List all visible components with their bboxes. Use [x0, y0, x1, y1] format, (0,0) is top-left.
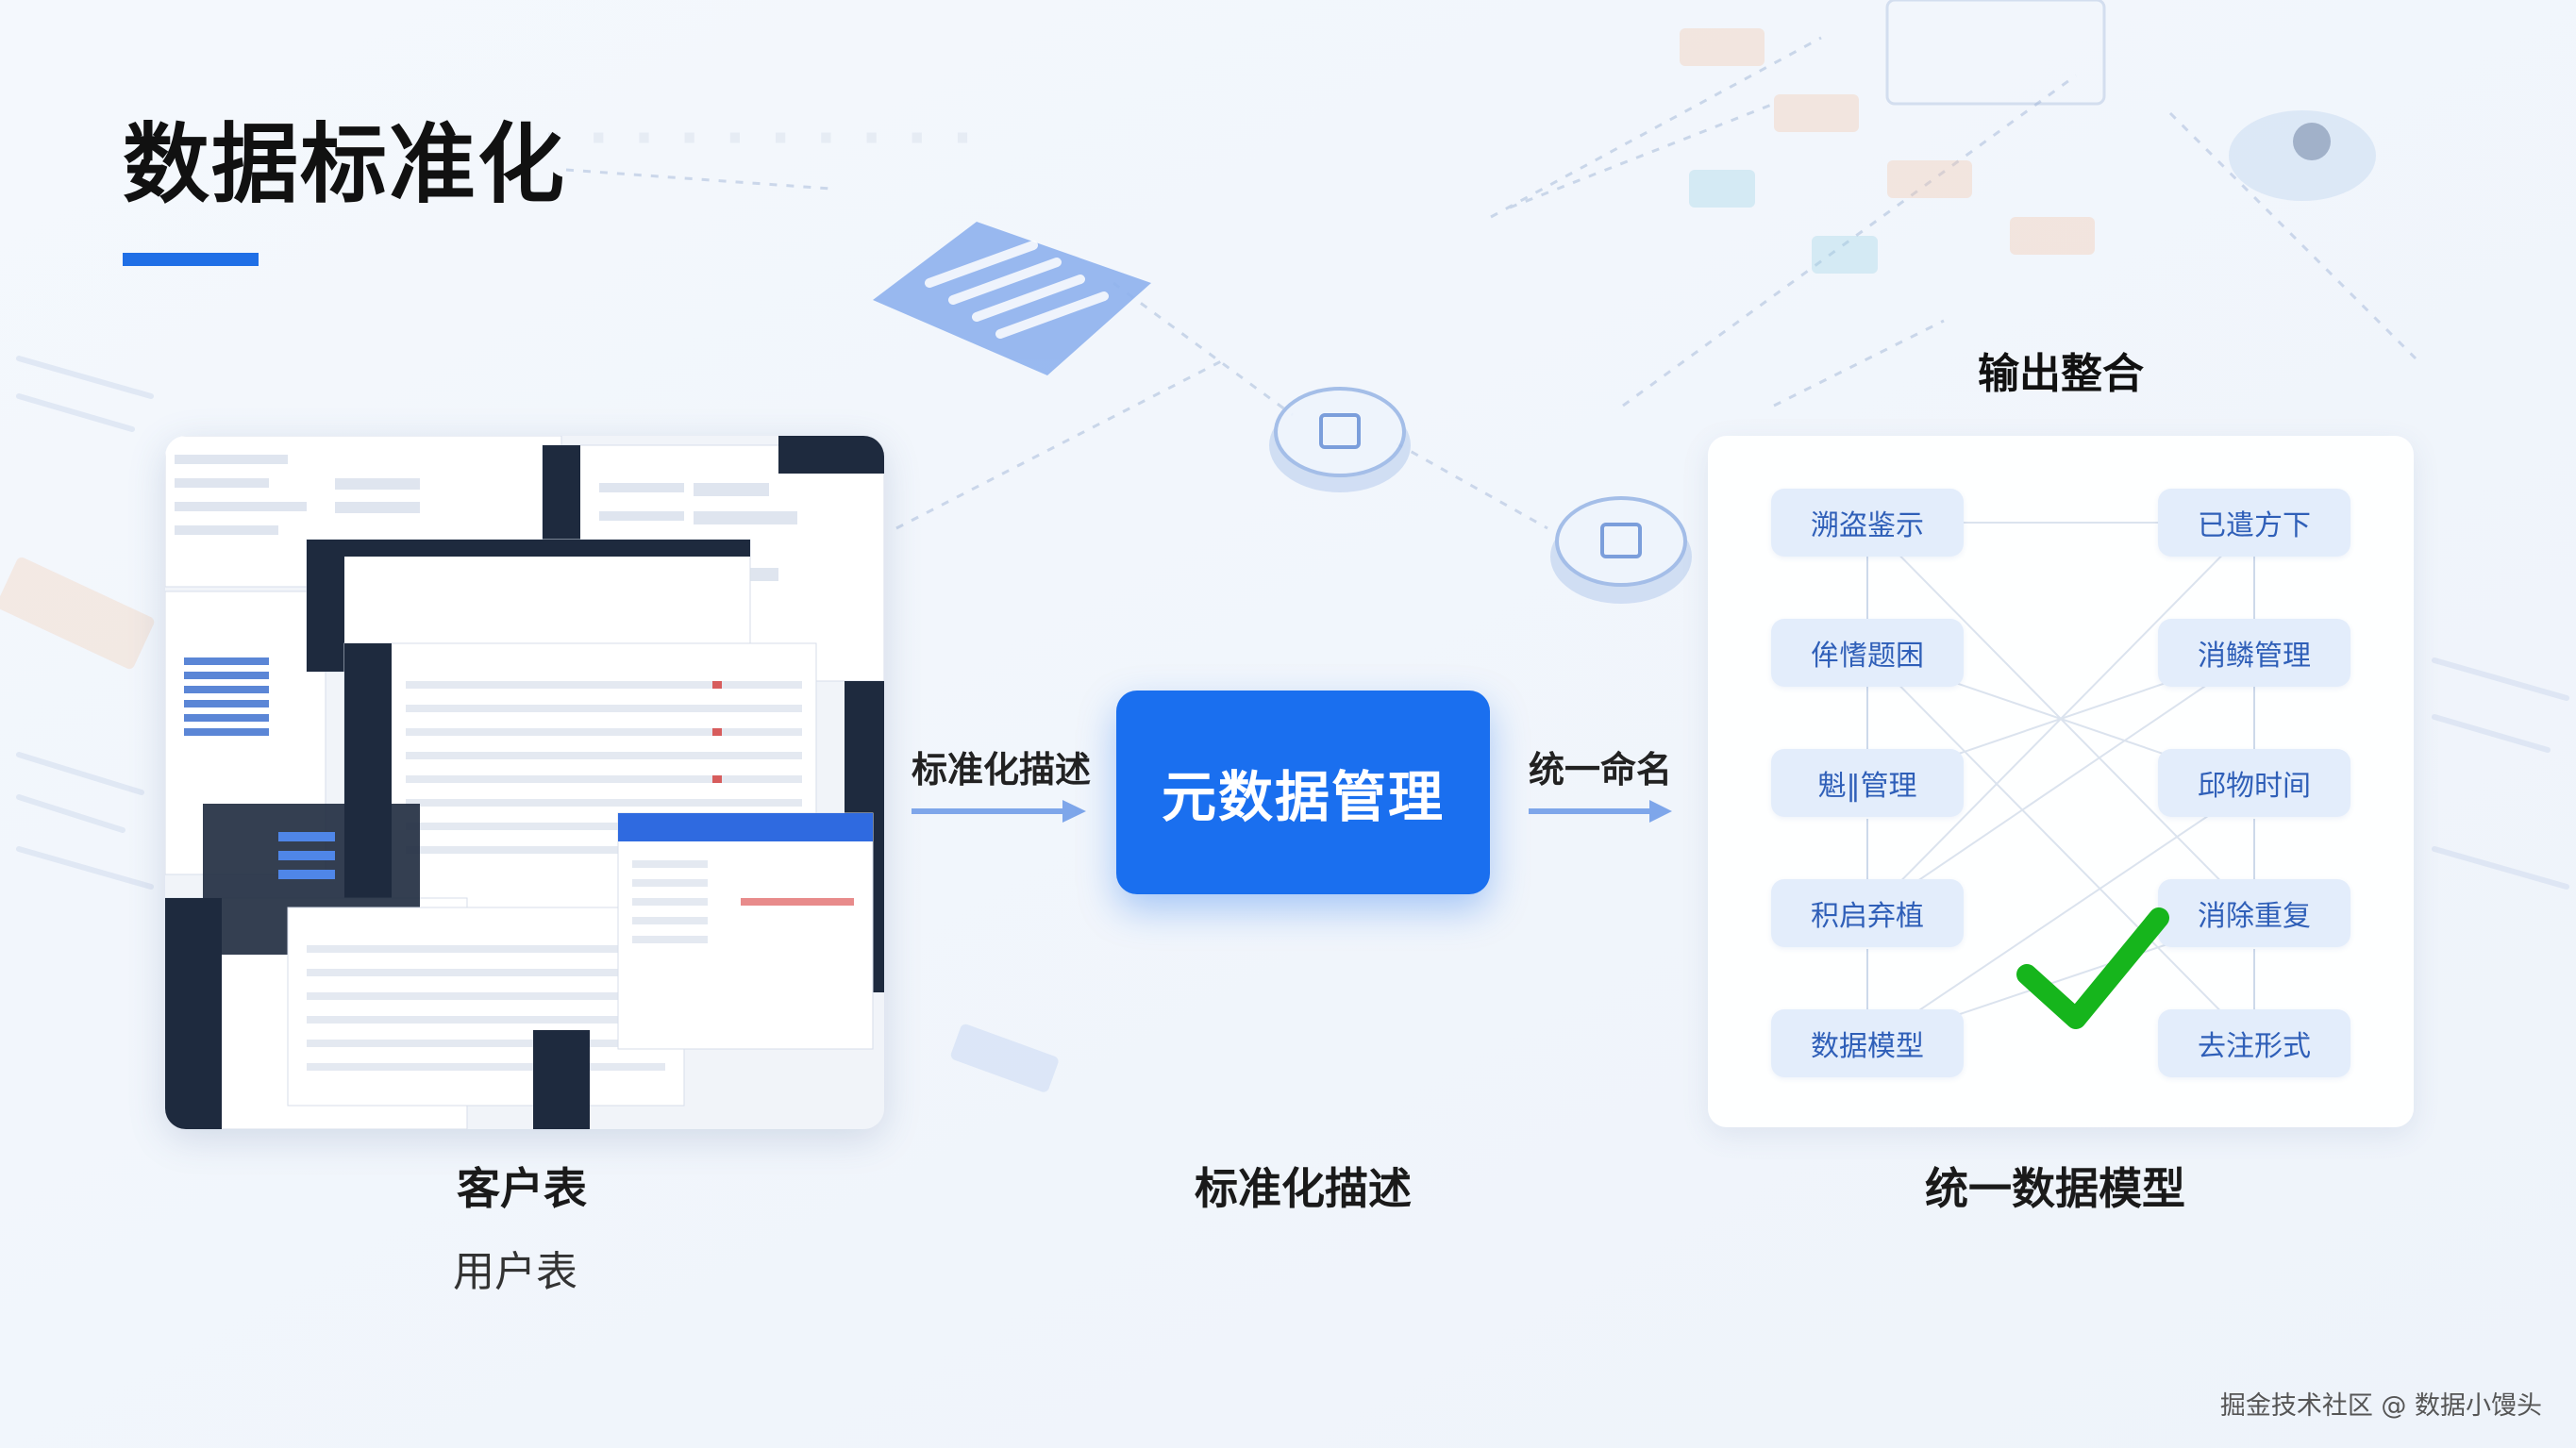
user-table-caption: 用户表: [453, 1238, 577, 1298]
page-title: 数据标准化: [123, 94, 566, 220]
arrow-label-standardize: 标准化描述: [912, 741, 1091, 792]
screenshots-illustration: [165, 436, 884, 1129]
arrow-right-icon: [912, 799, 1086, 824]
left-node: 魁‖管理: [1771, 749, 1964, 817]
left-node: 积启弃植: [1771, 879, 1964, 947]
left-node: 侔愭题困: [1771, 619, 1964, 687]
left-node: 数据模型: [1771, 1009, 1964, 1077]
metadata-management-box: 元数据管理: [1116, 691, 1490, 894]
output-integration-title: 输出整合: [1978, 340, 2144, 400]
table-screenshots-collage: [165, 436, 884, 1129]
badge-document-circle: [1269, 389, 1411, 492]
badge-clipboard-circle: [1550, 498, 1692, 604]
badge-user-circle: [2229, 110, 2376, 201]
title-underline: [123, 253, 259, 266]
right-node: 邱物时间: [2158, 749, 2350, 817]
arrow-right-icon: [1529, 799, 1672, 824]
faint-background-heading: · · · · · · · · · ·: [543, 106, 976, 170]
right-node: 已遣方下: [2158, 489, 2350, 557]
standardized-description-caption: 标准化描述: [1195, 1155, 1412, 1217]
watermark: 掘金技术社区 @ 数据小馒头: [2220, 1385, 2542, 1422]
checkmark-icon: [2010, 901, 2170, 1033]
unified-data-model-caption: 统一数据模型: [1925, 1155, 2185, 1217]
right-node: 去注形式: [2158, 1009, 2350, 1077]
right-node: 消鳞管理: [2158, 619, 2350, 687]
right-node: 消除重复: [2158, 879, 2350, 947]
customer-table-caption: 客户表: [457, 1155, 587, 1217]
left-node: 溯盗鉴示: [1771, 489, 1964, 557]
arrow-label-unified-naming: 统一命名: [1529, 741, 1672, 792]
